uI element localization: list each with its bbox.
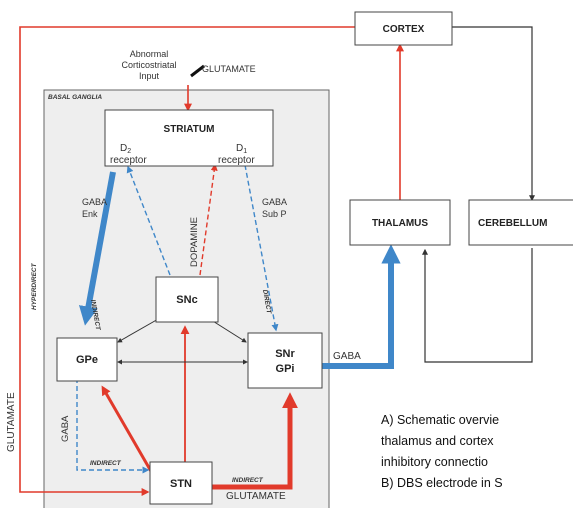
svg-text:D2: D2: [120, 143, 131, 155]
svg-text:receptor: receptor: [110, 155, 147, 166]
gaba-subp-label-2: Sub P: [262, 209, 287, 219]
gaba-enk-label-2: Enk: [82, 209, 98, 219]
cortex-to-cerebellum: [452, 26, 535, 202]
dopamine-label: DOPAMINE: [189, 217, 200, 267]
svg-text:GPi: GPi: [276, 363, 295, 375]
hyperdirect-label: HYPERDIRECT: [31, 262, 38, 310]
stn-node: STN: [149, 461, 213, 505]
cerebellum-to-thalamus: [422, 248, 533, 363]
abnormal-input-slash: [190, 64, 205, 78]
snc-node: SNc: [155, 276, 219, 323]
direct-label: DIRECT: [261, 289, 272, 315]
svg-text:B) DBS electrode in S: B) DBS electrode in S: [381, 476, 503, 490]
cerebellum-node: CEREBELLUM: [468, 199, 573, 246]
basal-ganglia-label: BASAL GANGLIA: [48, 94, 102, 101]
glutamate-bottom-label: GLUTAMATE: [226, 491, 286, 502]
snr-gpi-node: SNr GPi: [247, 332, 323, 389]
gpe-to-stn: [76, 378, 150, 474]
svg-text:CORTEX: CORTEX: [383, 24, 425, 35]
abnormal-input-label: Abnormal Corticostriatal Input: [121, 49, 176, 81]
gpe-node: GPe: [56, 337, 118, 382]
figure-caption: A) Schematic overvie thalamus and cortex…: [381, 413, 503, 490]
svg-text:Corticostriatal: Corticostriatal: [121, 60, 176, 70]
indirect-stn-label: INDIRECT: [232, 477, 264, 484]
snc-to-d2-dopamine: [126, 165, 171, 276]
svg-text:thalamus and cortex: thalamus and cortex: [381, 434, 494, 448]
stn-to-gpe: [101, 385, 154, 474]
svg-text:Input: Input: [139, 71, 160, 81]
svg-text:STN: STN: [170, 478, 192, 490]
svg-text:Abnormal: Abnormal: [130, 49, 169, 59]
gaba-enk-label: GABA: [82, 197, 107, 207]
snc-to-d1-dopamine: [199, 163, 218, 276]
svg-text:inhibitory connectio: inhibitory connectio: [381, 455, 488, 469]
svg-text:STRIATUM: STRIATUM: [164, 124, 215, 135]
striatum-node: STRIATUM D2 receptor D1 receptor: [104, 109, 274, 167]
glutamate-left-label: GLUTAMATE: [6, 392, 17, 452]
svg-text:CEREBELLUM: CEREBELLUM: [478, 218, 547, 229]
cortex-node: CORTEX: [354, 11, 453, 46]
svg-text:SNc: SNc: [176, 294, 197, 306]
snc-to-gpe: [117, 317, 161, 343]
hyperdirect-pathway: [19, 26, 355, 496]
snr-to-thalamus: [322, 244, 401, 369]
stn-to-snr: [212, 392, 299, 490]
svg-text:GPe: GPe: [76, 354, 98, 366]
gaba-snr-label: GABA: [333, 351, 361, 362]
indirect-gpe-stn-label: INDIRECT: [90, 460, 122, 467]
svg-text:receptor: receptor: [218, 155, 255, 166]
striatum-to-snr-direct: [244, 164, 279, 332]
svg-text:SNr: SNr: [275, 348, 295, 360]
svg-text:D1: D1: [236, 143, 247, 155]
svg-text:A) Schematic overvie: A) Schematic overvie: [381, 413, 499, 427]
svg-text:THALAMUS: THALAMUS: [372, 218, 428, 229]
gaba-gpe-stn-label: GABA: [60, 415, 71, 442]
glutamate-top-label: GLUTAMATE: [202, 64, 256, 74]
thalamus-node: THALAMUS: [349, 199, 451, 246]
striatum-to-gpe-indirect: [78, 171, 116, 326]
gaba-subp-label: GABA: [262, 197, 287, 207]
